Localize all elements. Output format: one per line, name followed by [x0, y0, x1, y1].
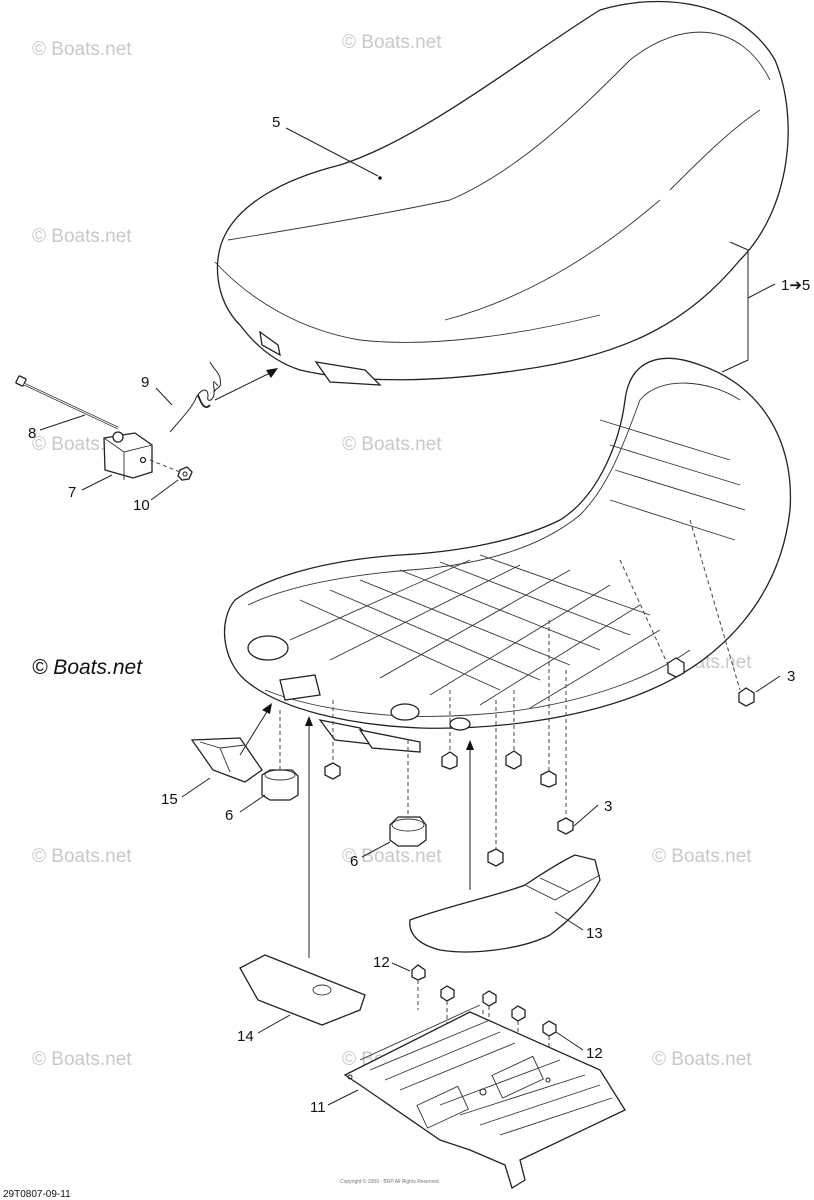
callout-6: 6	[225, 807, 233, 824]
drawing-code: 29T0807-09-11	[3, 1189, 71, 1200]
leader-lines	[39, 127, 781, 1106]
callout-9: 9	[141, 374, 149, 391]
seat-base	[223, 357, 792, 753]
callout-7: 7	[68, 484, 76, 501]
callout-3: 3	[604, 798, 612, 815]
skid-plate	[343, 1004, 626, 1189]
watermark: © Boats.net	[652, 1049, 752, 1070]
callout-5: 5	[272, 114, 280, 131]
callout-3: 3	[787, 668, 795, 685]
lock-nut	[177, 466, 193, 481]
callout-15: 15	[161, 791, 178, 808]
callout-1-to-5: 1➔5	[781, 277, 810, 294]
heat-shield	[409, 854, 601, 953]
watermark: © Boats.net	[652, 846, 752, 867]
callout-6: 6	[350, 853, 358, 870]
watermark: © Boats.net	[342, 846, 442, 867]
callout-11: 11	[310, 1099, 326, 1116]
copyright-line: Copyright © 2009 - BRP All Rights Reserv…	[340, 1178, 439, 1185]
callout-12: 12	[586, 1045, 603, 1062]
assembly-arrow	[466, 740, 474, 890]
brand-mark: © Boats.net	[32, 656, 143, 679]
latch	[103, 431, 153, 480]
seat-hook	[190, 737, 263, 783]
callouts: 5 1➔5 9 8 7 10 3 3 15 6 6 13 12 12 14 11	[28, 114, 810, 1116]
dash-line	[619, 559, 669, 666]
callout-10: 10	[133, 497, 150, 514]
callout-13: 13	[586, 925, 603, 942]
assembly-arrow	[305, 716, 313, 958]
callout-14: 14	[237, 1028, 254, 1045]
callout-8: 8	[28, 425, 36, 442]
spring	[169, 361, 221, 433]
assembly-arrow	[214, 368, 278, 401]
watermark: © Boats.net	[342, 32, 442, 53]
bumper	[261, 769, 427, 847]
seat-cover	[214, 0, 789, 386]
seat-base-grid	[289, 419, 746, 709]
flange-screw	[411, 964, 557, 1037]
assembly-bracket	[721, 241, 776, 373]
rear-shield	[239, 954, 366, 1026]
dash-line	[689, 519, 741, 691]
bolt	[15, 375, 119, 430]
assembly-arrow	[239, 703, 272, 756]
watermark: © Boats.net	[32, 1049, 132, 1070]
dash-line	[149, 459, 181, 473]
watermark: © Boats.net	[32, 226, 132, 247]
watermark: © Boats.net	[342, 434, 442, 455]
callout-12: 12	[373, 954, 390, 971]
watermark: © Boats.net	[32, 846, 132, 867]
watermark: © Boats.net	[32, 39, 132, 60]
